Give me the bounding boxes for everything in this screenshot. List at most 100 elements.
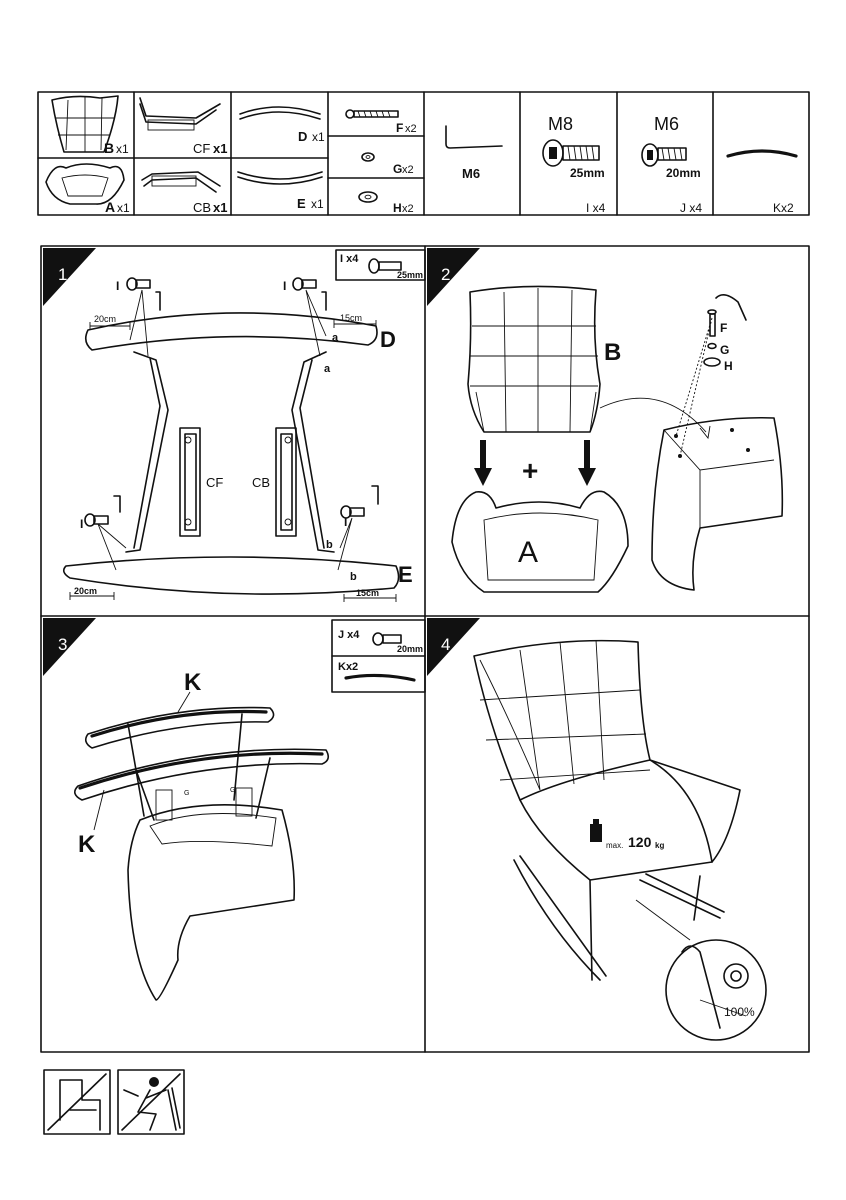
step-3-bolt-icon: [372, 632, 402, 646]
part-j-bolt-icon: [641, 143, 687, 167]
label-k-bottom: K: [78, 831, 96, 858]
part-h-qty: x2: [402, 203, 414, 215]
step-1-bolt-icon: [368, 258, 402, 274]
part-e-rocker-illustration: [237, 171, 323, 185]
part-cb-letter: CB: [193, 200, 211, 215]
part-b-backrest-illustration: [51, 95, 119, 153]
step-4-number: 4: [441, 635, 450, 654]
part-a-seat-illustration: [45, 163, 125, 205]
part-i-label: I x4: [586, 201, 606, 215]
part-g-washer-icon: [361, 152, 375, 162]
step-2-number: 2: [441, 265, 450, 284]
frame-cf-illustration: [125, 351, 201, 553]
step-3-j-length: 20mm: [397, 644, 423, 654]
detail-magnifier-circle: [665, 939, 767, 1041]
label-i-top-right: I: [283, 279, 286, 293]
part-j-label: J x4: [680, 201, 702, 215]
step-3-number: 3: [58, 635, 67, 654]
part-a-letter: A: [105, 199, 115, 215]
weight-value: 120: [628, 834, 652, 850]
hex-key-size: M6: [462, 166, 480, 181]
steps-grid: [40, 245, 810, 1053]
label-cb: CB: [252, 475, 270, 490]
label-cf: CF: [206, 475, 223, 490]
step-2-backrest-illustration: [467, 285, 601, 433]
part-b-letter: B: [104, 140, 114, 156]
step-1-bolts: [84, 277, 379, 571]
dim-15cm-bottom: 15cm: [356, 588, 379, 598]
step-3-panel: 3 J x4 20mm Kx2 K K G G: [43, 618, 426, 1001]
step-2-badge: [427, 248, 480, 306]
part-cf-letter: CF: [193, 141, 210, 156]
step-3-badge: [43, 618, 96, 676]
part-i-thread: M8: [548, 114, 573, 134]
step-3-k-label: Kx2: [338, 661, 358, 673]
part-cb-qty: x1: [213, 200, 227, 215]
step-4-badge: [427, 618, 480, 676]
tighten-percent: 100%: [724, 1005, 755, 1019]
part-h-letter: H: [393, 201, 402, 215]
step-1-hardware-label: I x4: [340, 253, 359, 265]
step-4-panel: 4 max. 120 kg 100%: [427, 618, 767, 1041]
part-a-qty: x1: [117, 201, 130, 215]
part-j-length: 20mm: [666, 166, 701, 180]
part-h-washer-icon: [358, 191, 378, 203]
weight-unit: kg: [655, 841, 664, 850]
warning-icons: [43, 1069, 185, 1135]
part-e-qty: x1: [311, 197, 324, 211]
part-k-label: Kx2: [773, 201, 794, 215]
step-1-number: 1: [58, 265, 67, 284]
label-i-bottom-left: I: [80, 517, 83, 531]
part-d-qty: x1: [312, 130, 325, 144]
step-1-hardware-length: 25mm: [397, 270, 423, 280]
part-i-length: 25mm: [570, 166, 605, 180]
part-j-thread: M6: [654, 114, 679, 134]
part-cf-qty: x1: [213, 141, 227, 156]
label-a-seat: A: [518, 536, 538, 569]
step-2-curved-arrow: [599, 397, 707, 433]
step-3-k-strip-icon: [344, 673, 416, 682]
no-standing-on-chair-icon: [43, 1069, 111, 1135]
part-g-letter: G: [393, 162, 402, 176]
part-cb-frame-illustration: [141, 171, 221, 193]
label-i-bottom-right: I: [344, 515, 347, 529]
label-g-2: G: [230, 787, 235, 794]
label-a-1: a: [332, 332, 339, 344]
plus-sign: +: [522, 455, 538, 486]
step-2-seat-illustration: [451, 490, 629, 593]
weight-icon: [590, 819, 602, 842]
hex-key-icon: [445, 125, 503, 149]
part-f-bolt-icon: [345, 109, 399, 119]
step-1-hardware-box: [335, 249, 426, 281]
part-d-rocker-illustration: [239, 106, 321, 120]
part-f-qty: x2: [405, 123, 417, 135]
label-e: E: [398, 562, 413, 587]
rocker-d-illustration: [84, 312, 378, 351]
part-e-letter: E: [297, 196, 306, 211]
part-g-qty: x2: [402, 164, 414, 176]
label-g: G: [720, 343, 729, 357]
label-b: B: [604, 339, 621, 366]
step-2-fasteners: [703, 294, 747, 367]
weight-prefix: max.: [606, 841, 623, 850]
label-b-2: b: [350, 571, 357, 583]
rocker-e-illustration: [62, 556, 400, 595]
part-cf-frame-illustration: [139, 97, 221, 131]
part-b-qty: x1: [116, 142, 129, 156]
step-4-rocking-chair-illustration: [473, 639, 741, 981]
part-d-letter: D: [298, 129, 307, 144]
part-i-bolt-icon: [542, 139, 600, 167]
label-i-top-left: I: [116, 279, 119, 293]
dim-20cm-bottom: 20cm: [74, 586, 97, 596]
step-2-down-arrows: [474, 440, 596, 486]
frame-cb-illustration: [275, 351, 335, 553]
label-h: H: [724, 359, 733, 373]
step-1-panel: 1 I x4 25mm D E CF CB: [43, 248, 426, 602]
label-g-1: G: [184, 790, 189, 797]
dim-15cm-top: 15cm: [340, 313, 362, 323]
parts-table: B x1 A x1 CF x1 CB x1 D x1 E x1: [37, 91, 810, 216]
part-f-letter: F: [396, 121, 403, 135]
step-3-chair-upside-illustration: [127, 713, 296, 1001]
dim-20cm-top: 20cm: [94, 314, 116, 324]
